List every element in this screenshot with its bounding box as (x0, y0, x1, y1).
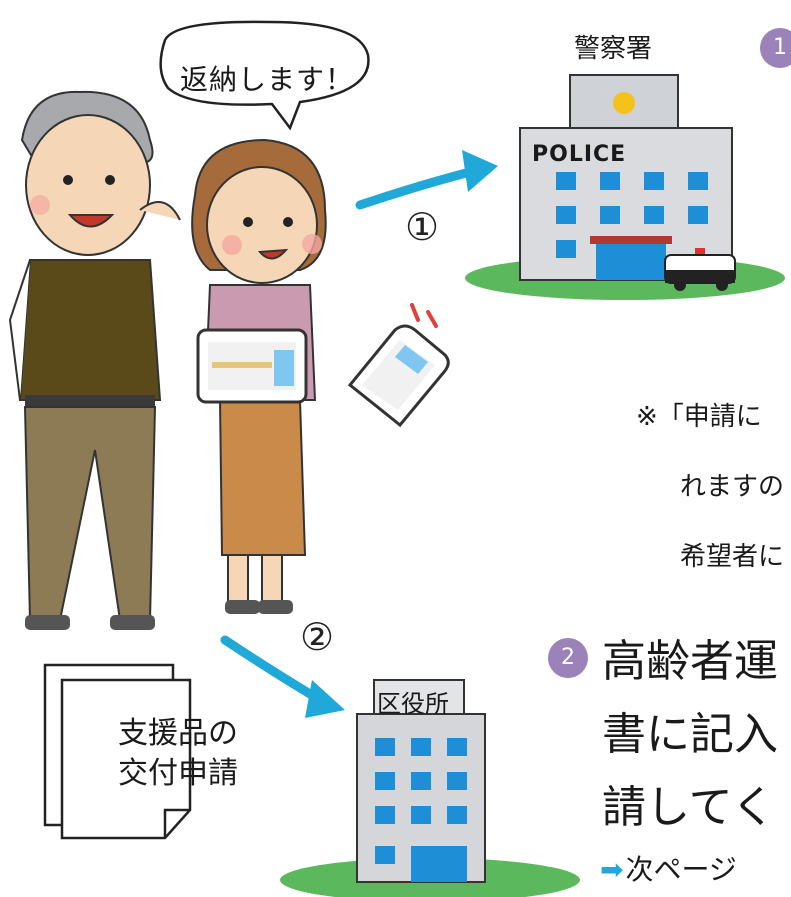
police-station-label: 警察署 (574, 34, 653, 64)
police-station (465, 74, 785, 300)
step-2-line-2: 書に記入 (602, 709, 778, 760)
tablet-left (196, 328, 308, 404)
document-line-2: 交付申請 (118, 756, 238, 791)
step-two-marker: ② (300, 615, 335, 659)
tablet-right (347, 303, 450, 428)
document-text: 支援品の 交付申請 (118, 714, 238, 794)
next-page-link[interactable]: ➡次ページ (600, 848, 737, 888)
note-line-3: 希望者に (680, 542, 785, 572)
arrow-right-icon: ➡ (600, 853, 624, 886)
note-line-2: れますの (680, 472, 785, 502)
elderly-man (8, 90, 181, 630)
step-one-marker: ① (405, 205, 440, 249)
note-text: ※「申請に れますの 希望者に (636, 382, 784, 592)
step-2-line-3: 請してく (602, 782, 776, 833)
arrow-to-ward-office (220, 635, 345, 718)
police-car (664, 248, 736, 291)
police-sign: POLICE (532, 142, 627, 167)
step-2-text: 高齢者運 書に記入 請してく (602, 625, 778, 844)
ward-office (280, 679, 580, 897)
arrow-to-police (355, 150, 498, 210)
speech-bubble (159, 20, 370, 131)
document-line-1: 支援品の (118, 716, 238, 751)
document-stack (43, 663, 192, 840)
next-page-text: 次ページ (625, 853, 737, 886)
step-1-badge: 1 (760, 28, 791, 68)
note-line-1: ※「申請に (636, 402, 762, 432)
step-2-badge: 2 (548, 638, 588, 678)
ward-office-label: 区役所 (377, 690, 449, 718)
speech-text: 返納します！ (180, 63, 355, 96)
step-2-line-1: 高齢者運 (602, 636, 778, 687)
